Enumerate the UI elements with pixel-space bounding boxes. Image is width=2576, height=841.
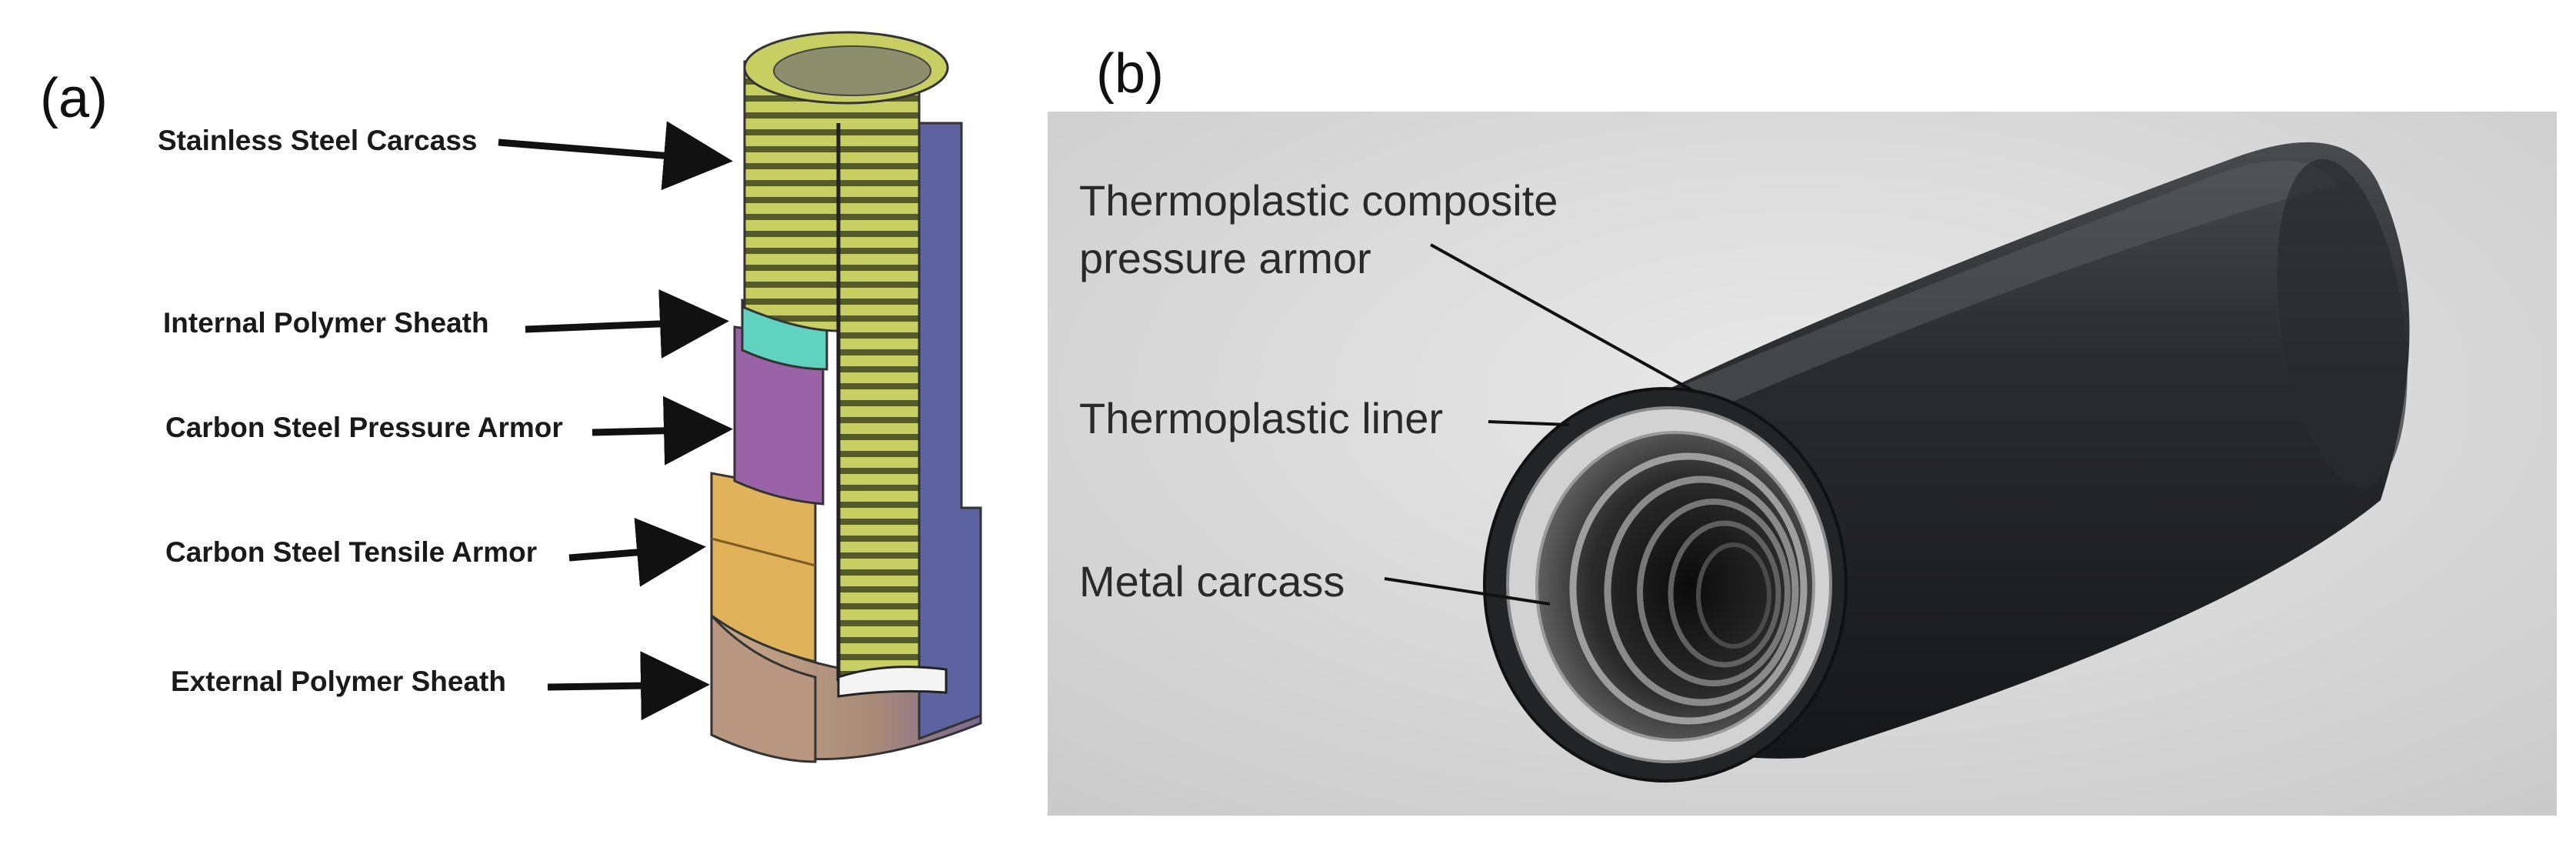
label-metal-carcass: Metal carcass bbox=[1079, 557, 1345, 606]
label-composite-line1: Thermoplastic composite bbox=[1079, 176, 1558, 225]
pressure-armor-layer bbox=[733, 325, 825, 506]
pipe-top-highlight bbox=[1685, 160, 2338, 415]
thermoplastic-pipe-photo bbox=[1483, 142, 2410, 783]
arrow-external-polymer-sheath bbox=[547, 651, 710, 721]
carcass-ring-2 bbox=[1604, 476, 1799, 706]
tensile-armor-seam bbox=[711, 537, 816, 567]
leader-metal-carcass bbox=[1384, 577, 1551, 606]
label-thermoplastic-liner: Thermoplastic liner bbox=[1079, 394, 1443, 442]
label-composite-line2: pressure armor bbox=[1079, 234, 1371, 282]
carcass-bore bbox=[773, 45, 931, 96]
panel-a-letter: (a) bbox=[40, 68, 108, 129]
tensile-armor-layer bbox=[710, 472, 817, 663]
inner-bottom-lip bbox=[837, 666, 948, 698]
carcass-ring-5 bbox=[1696, 542, 1771, 649]
label-carbon-steel-tensile-armor: Carbon Steel Tensile Armor bbox=[165, 536, 537, 568]
flexible-pipe-cutaway bbox=[710, 31, 982, 763]
external-sheath-layer-lower bbox=[710, 539, 817, 763]
arrow-carbon-steel-pressure-armor bbox=[592, 395, 733, 466]
leader-composite-armor bbox=[1430, 243, 1697, 394]
label-stainless-steel-carcass: Stainless Steel Carcass bbox=[158, 125, 477, 156]
leader-thermoplastic-liner bbox=[1488, 420, 1570, 426]
arrow-internal-polymer-sheath bbox=[525, 289, 729, 359]
metal-carcass-bore bbox=[1535, 431, 1815, 742]
arrow-carbon-steel-tensile-armor bbox=[568, 517, 706, 587]
inner-shell-strip bbox=[918, 122, 982, 741]
label-carbon-steel-pressure-armor: Carbon Steel Pressure Armor bbox=[165, 412, 563, 443]
carcass-ring-1 bbox=[1569, 452, 1808, 725]
carcass-ring-4 bbox=[1668, 520, 1781, 668]
carcass-ring-3 bbox=[1637, 499, 1791, 686]
pipe-far-end bbox=[2277, 159, 2408, 488]
label-external-polymer-sheath: External Polymer Sheath bbox=[171, 666, 506, 697]
panel-b-letter: (b) bbox=[1096, 43, 1164, 105]
label-internal-polymer-sheath: Internal Polymer Sheath bbox=[163, 307, 489, 339]
arrow-stainless-steel-carcass bbox=[498, 121, 733, 191]
